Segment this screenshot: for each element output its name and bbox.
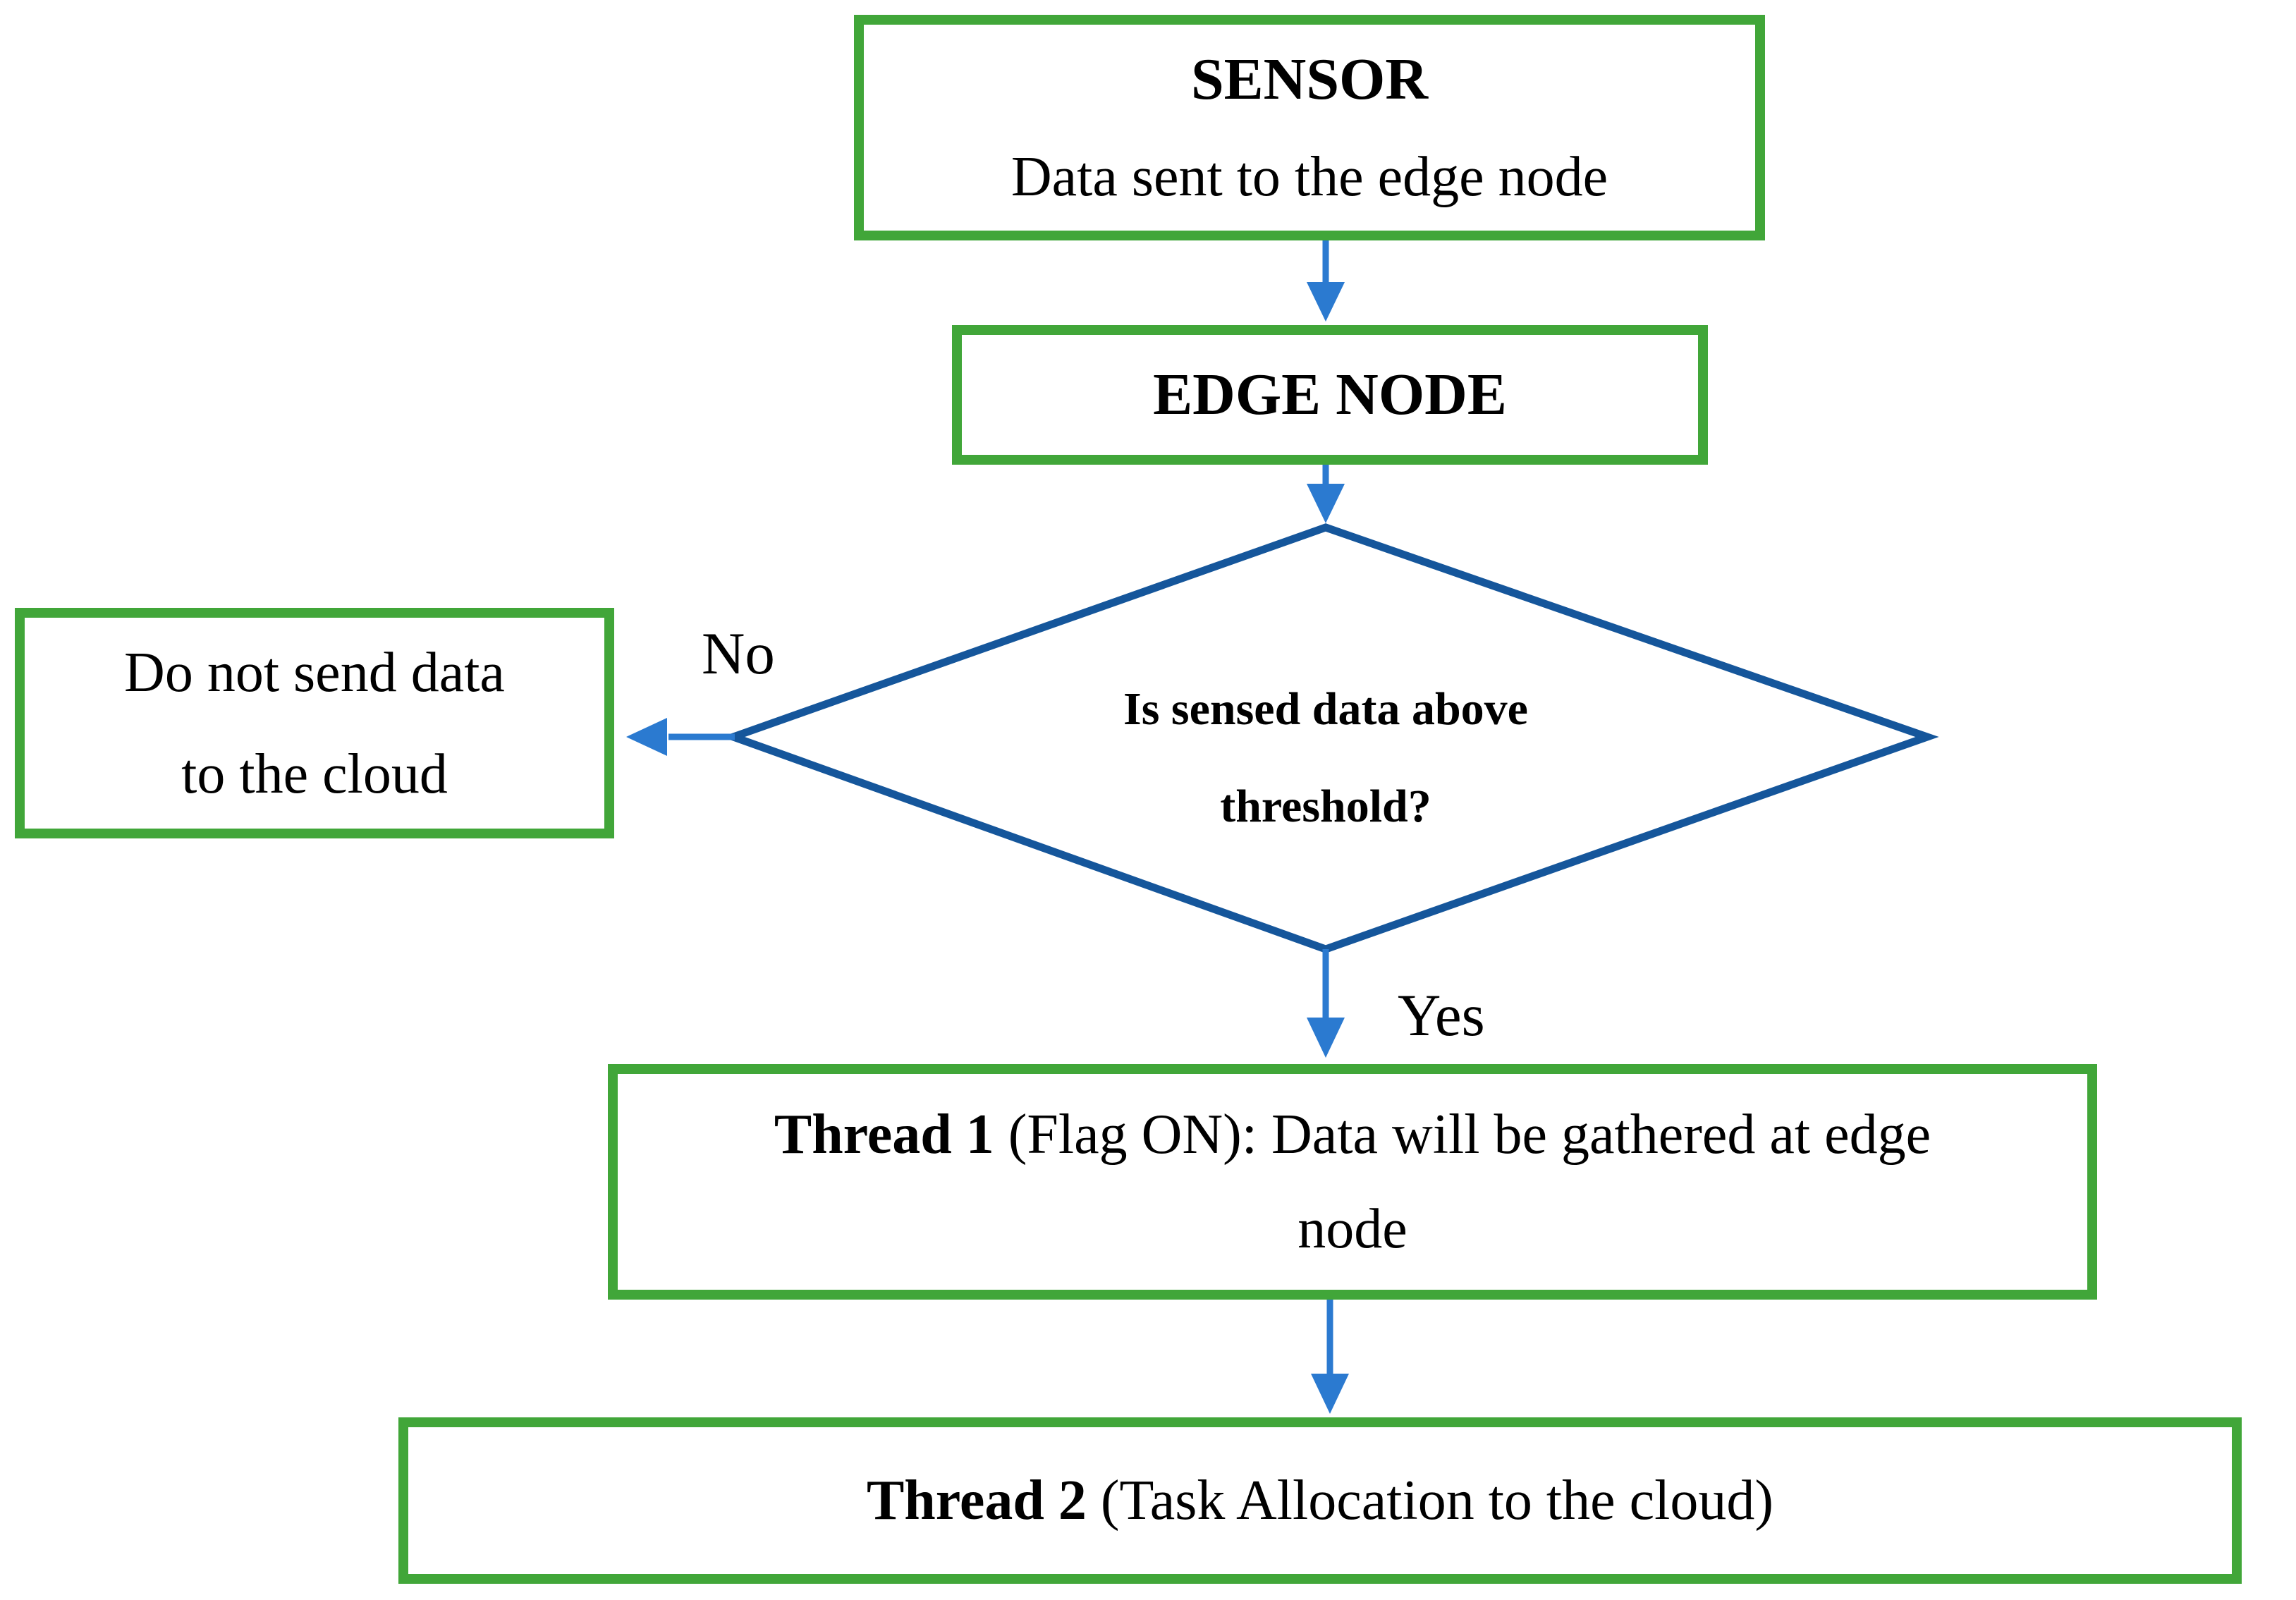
arrow-edge-to-decision (1307, 465, 1345, 523)
thread1-line2: node (1297, 1198, 1407, 1260)
no-edge-label: No (702, 621, 775, 687)
thread2-rest: (Task Allocation to the cloud) (1086, 1470, 1774, 1532)
sensor-subtitle: Data sent to the edge node (1010, 146, 1608, 208)
decision-line1: Is sensed data above (1123, 683, 1528, 735)
arrow-sensor-to-edge (1307, 240, 1345, 322)
thread2-title: Thread 2 (866, 1470, 1087, 1532)
thread1-title: Thread 1 (774, 1104, 994, 1166)
sensor-node: SENSOR Data sent to the edge node (854, 15, 1765, 240)
do-not-send-line1: Do not send data (124, 641, 505, 704)
thread1-node: Thread 1 (Flag ON): Data will be gathere… (608, 1064, 2097, 1300)
thread2-line1: Thread 2 (Task Allocation to the cloud) (867, 1472, 1773, 1529)
thread1-line1: Thread 1 (Flag ON): Data will be gathere… (774, 1106, 1931, 1163)
arrow-decision-to-no-box (626, 718, 735, 756)
yes-edge-label: Yes (1398, 982, 1485, 1049)
decision-line2: threshold? (1220, 781, 1431, 832)
arrow-decision-to-thread1 (1307, 949, 1345, 1058)
thread1-rest: (Flag ON): Data will be gathered at edge (994, 1104, 1931, 1166)
edge-node-title: EDGE NODE (1153, 362, 1507, 427)
do-not-send-line2: to the cloud (181, 743, 448, 805)
arrow-thread1-to-thread2 (1311, 1300, 1349, 1414)
thread2-node: Thread 2 (Task Allocation to the cloud) (398, 1417, 2242, 1584)
do-not-send-node: Do not send data to the cloud (15, 608, 614, 838)
decision-node-text: Is sensed data above threshold? (874, 656, 1777, 860)
sensor-title: SENSOR (1190, 47, 1429, 112)
edge-node: EDGE NODE (952, 325, 1708, 465)
